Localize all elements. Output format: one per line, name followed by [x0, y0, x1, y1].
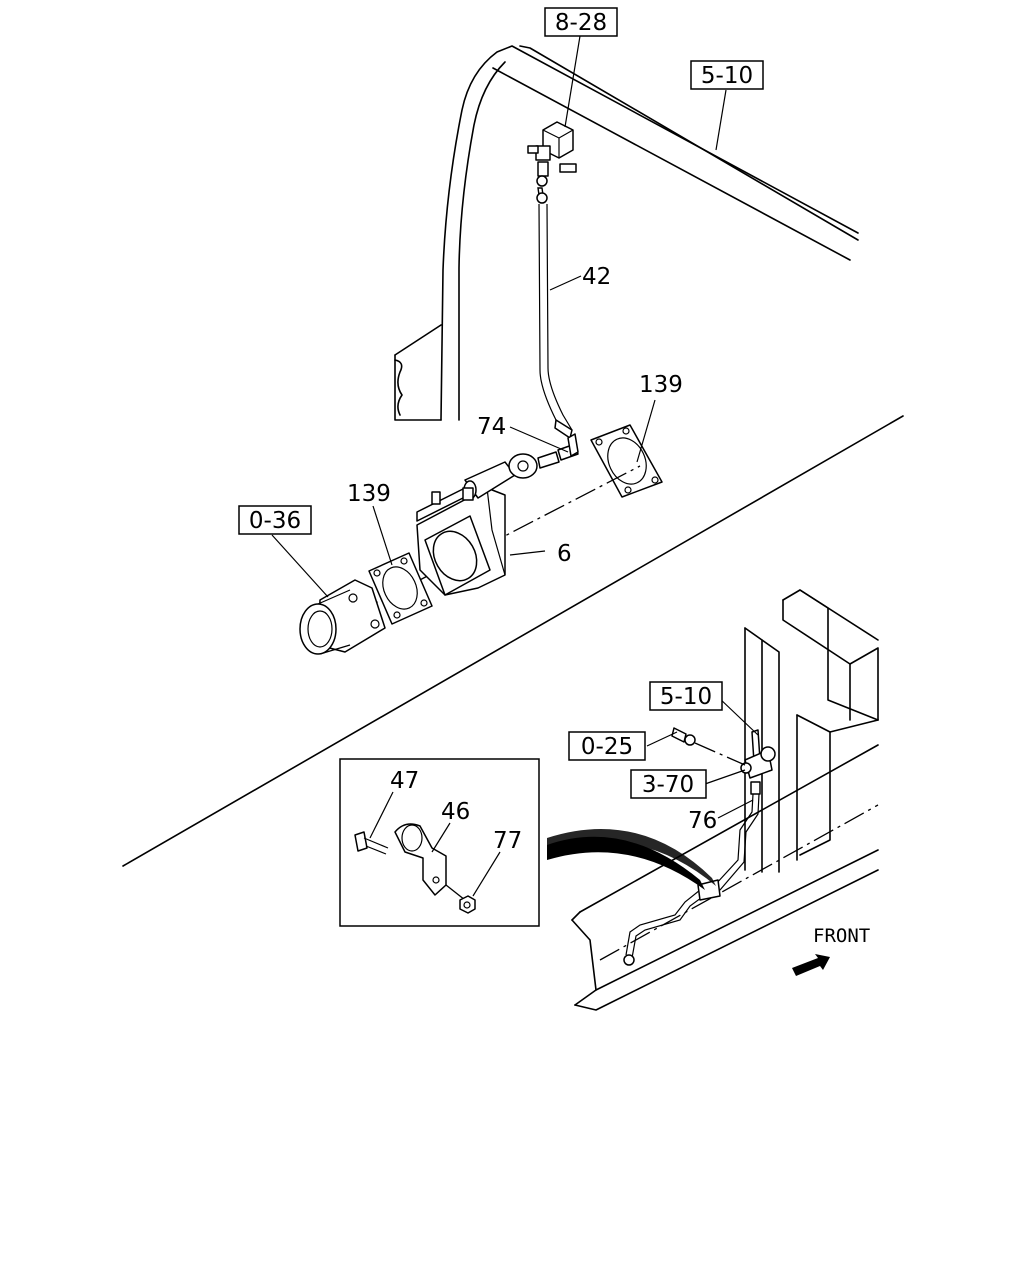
svg-text:5-10: 5-10 [660, 684, 712, 710]
callout-76: 76 [688, 808, 717, 834]
ref-box-0-36: 0-36 [238, 505, 312, 535]
callout-139-upper: 139 [639, 372, 683, 398]
vacuum-hose [536, 187, 573, 439]
ref-box-3-70: 3-70 [630, 769, 707, 799]
chassis-frame-lower [571, 589, 879, 1011]
callout-46: 46 [441, 799, 470, 825]
solenoid-valve [527, 121, 577, 187]
front-arrow-icon [792, 954, 830, 976]
svg-text:0-25: 0-25 [581, 734, 633, 760]
detail-pointer-arrow [547, 829, 716, 890]
section-divider-line [122, 415, 904, 867]
cab-frame-outline [394, 45, 859, 421]
bolt-47 [354, 831, 389, 855]
detail-box [339, 758, 540, 927]
pressure-switch-assembly [671, 727, 776, 795]
gasket-upper [590, 424, 663, 498]
callout-47: 47 [390, 768, 419, 794]
callout-6: 6 [557, 541, 572, 567]
callout-42: 42 [582, 264, 611, 290]
exhaust-pipe-flange [299, 579, 386, 655]
callout-77: 77 [493, 828, 522, 854]
callout-139-lower: 139 [347, 481, 391, 507]
front-label: FRONT [813, 925, 870, 947]
air-pipe [623, 793, 760, 966]
svg-text:0-36: 0-36 [249, 508, 301, 534]
bracket-46 [394, 823, 447, 896]
callout-74: 74 [477, 414, 506, 440]
leader-lines [271, 35, 759, 897]
ref-box-5-10-lower: 5-10 [649, 681, 723, 711]
ref-box-0-25: 0-25 [568, 731, 646, 761]
nut-77 [445, 884, 476, 914]
ref-box-8-28: 8-28 [544, 7, 618, 37]
ref-box-5-10-top: 5-10 [690, 60, 764, 90]
exhaust-brake-valve [416, 433, 579, 596]
gasket-lower [368, 552, 433, 625]
svg-text:3-70: 3-70 [642, 772, 694, 798]
svg-text:5-10: 5-10 [701, 63, 753, 89]
svg-text:8-28: 8-28 [555, 10, 607, 36]
front-direction-indicator: FRONT [792, 925, 870, 976]
